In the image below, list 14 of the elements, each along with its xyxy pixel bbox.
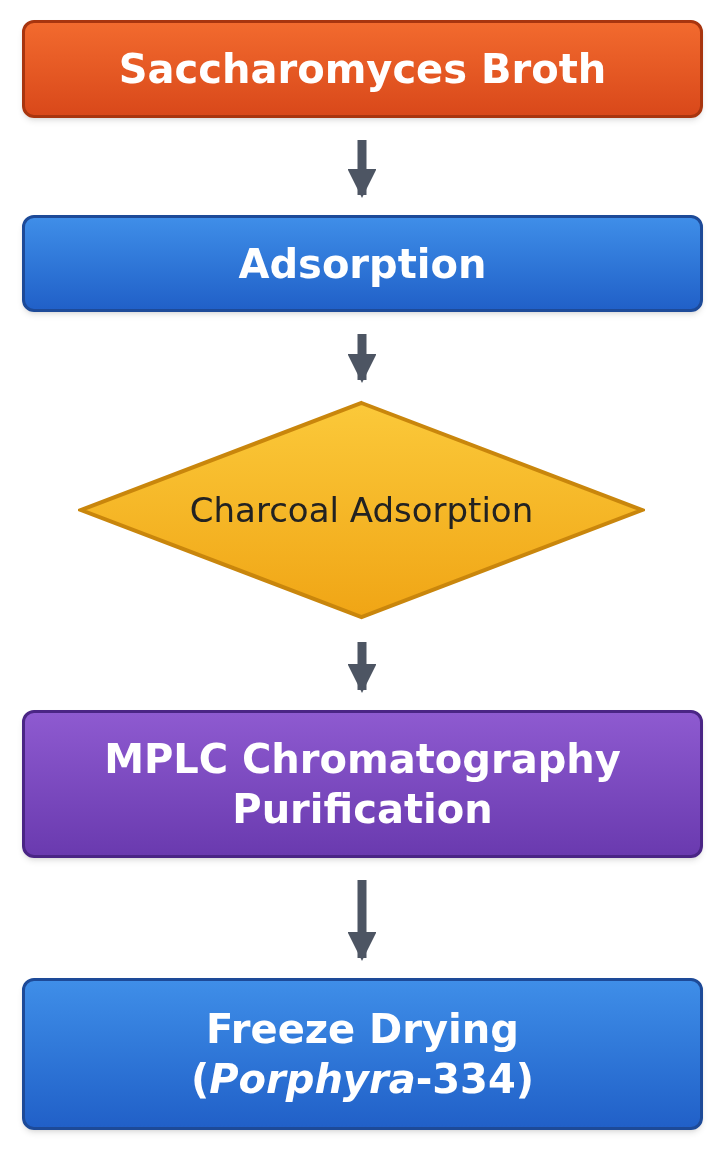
step-label: Charcoal Adsorption xyxy=(189,488,534,532)
process-box xyxy=(22,978,703,1130)
step-label: Freeze Drying xyxy=(205,1005,520,1054)
arrow xyxy=(347,642,377,693)
process-box xyxy=(22,710,703,858)
step-label: MPLC Chromatography Purification xyxy=(103,735,622,834)
process-box xyxy=(22,20,703,118)
step-label: Saccharomyces Broth xyxy=(117,45,608,94)
step-label: Adsorption xyxy=(237,239,488,289)
arrow xyxy=(347,140,377,198)
process-box xyxy=(22,215,703,312)
step-label: (Porphyra-334) xyxy=(189,1055,536,1104)
arrow xyxy=(347,880,377,961)
arrow xyxy=(347,334,377,383)
